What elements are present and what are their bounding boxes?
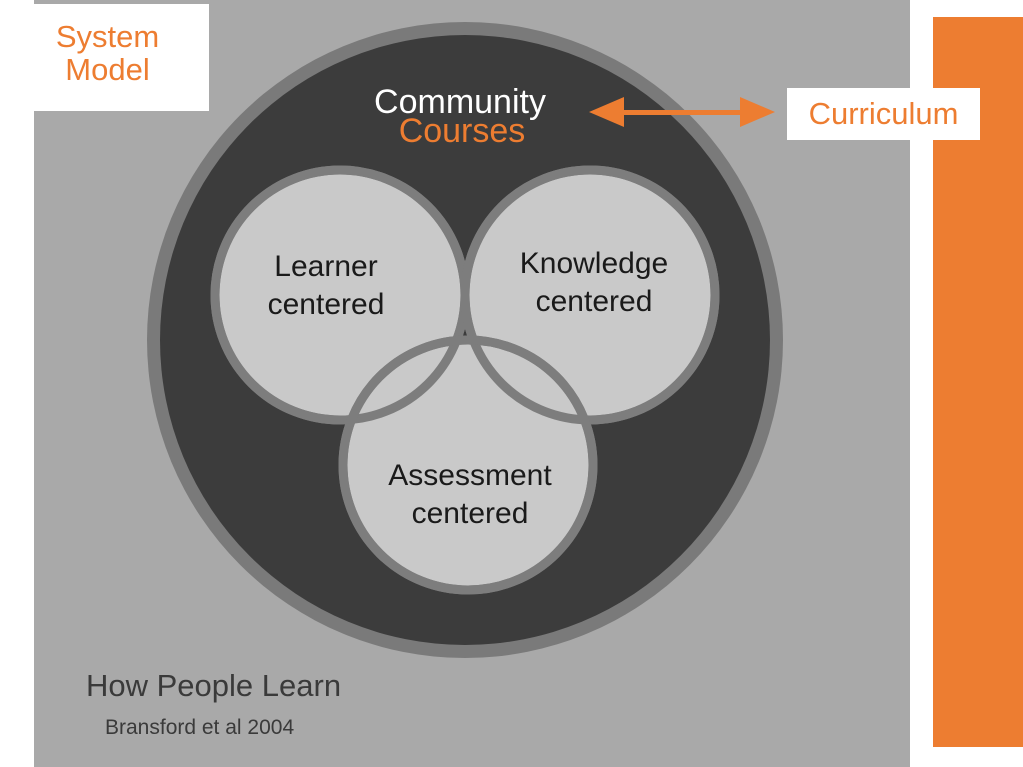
community-label: Community: [374, 83, 546, 121]
learner-label-line2: centered: [268, 288, 385, 321]
system-model-line1: System: [55, 19, 160, 54]
curriculum-label: Curriculum: [787, 88, 980, 140]
assessment-label-line1: Assessment: [388, 459, 552, 492]
courses-label: Courses: [399, 112, 526, 150]
knowledge-label-line2: centered: [536, 285, 653, 318]
assessment-label-line2: centered: [412, 497, 529, 530]
system-model-label: System Model: [34, 4, 209, 111]
knowledge-label-line1: Knowledge: [520, 247, 668, 280]
caption-title: How People Learn: [86, 668, 342, 703]
circle-outlines: [210, 165, 720, 595]
double-headed-arrow-icon: [589, 97, 775, 127]
caption-citation: Bransford et al 2004: [105, 716, 295, 739]
system-model-line2: Model: [65, 52, 150, 87]
learner-label-line1: Learner: [274, 250, 377, 283]
